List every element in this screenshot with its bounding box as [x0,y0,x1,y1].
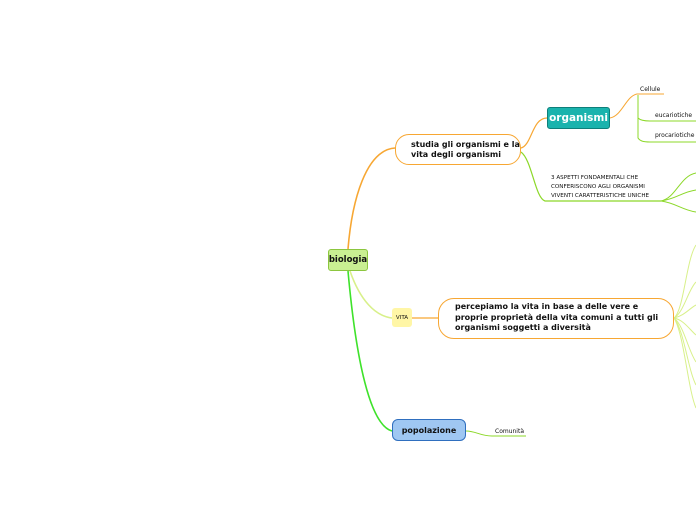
link-perc-6 [673,317,696,386]
node-studia[interactable]: studia gli organismi e la vita degli org… [395,134,521,165]
popolazione-label: popolazione [401,425,457,435]
node-percepiamo[interactable]: percepiamo la vita in base a delle vere … [438,298,674,339]
studia-label: studia gli organismi e la vita degli org… [411,140,520,159]
link-aspetti-3 [660,200,696,213]
node-eucariotiche[interactable]: eucariotiche [655,112,693,119]
link-organismi-cellule [609,93,664,119]
link-root-vita [349,270,393,319]
node-tre-aspetti[interactable]: 3 ASPETTI FONDAMENTALI CHE CONFERISCONO … [551,175,650,199]
organismi-label: organismi [549,112,608,124]
link-aspetti-2 [660,189,696,202]
link-perc-3 [673,304,696,319]
link-studia-organismi [520,117,548,149]
percepiamo-label: percepiamo la vita in base a delle vere … [455,302,659,332]
node-popolazione[interactable]: popolazione [392,419,466,441]
vita-label: VITA [395,314,409,321]
link-root-studia [347,147,396,250]
link-perc-5 [673,317,696,363]
link-perc-7 [673,317,696,409]
node-organismi[interactable]: organismi [547,107,610,129]
link-perc-4 [673,317,696,336]
link-perc-2 [673,281,696,319]
link-cellule-pro [637,118,696,143]
node-comunita[interactable]: Comunità [495,428,525,435]
node-procariotiche[interactable]: procariotiche [655,132,695,139]
link-studia-aspetti [520,151,661,202]
link-root-pop [347,270,393,432]
link-pop-comunita [465,430,526,437]
root-label: biologia [328,255,368,265]
link-aspetti-1 [660,172,696,202]
root-node-biologia[interactable]: biologia [328,249,368,271]
node-cellule[interactable]: Cellule [640,86,661,93]
node-vita[interactable]: VITA [392,308,412,327]
link-perc-1 [673,244,696,319]
